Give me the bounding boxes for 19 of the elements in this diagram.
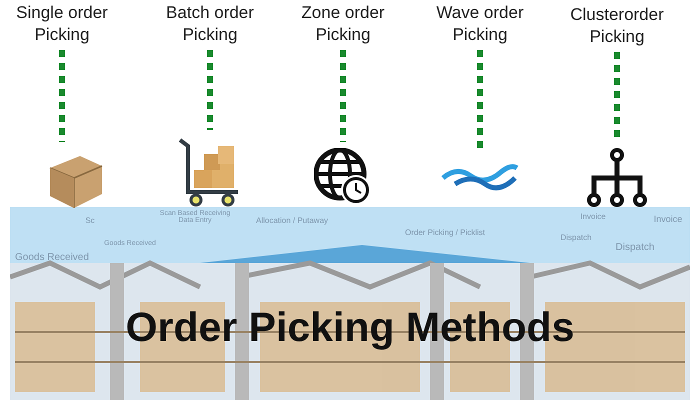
method-label: Clusterorder Picking	[557, 4, 677, 48]
method-label: Zone order Picking	[283, 2, 403, 46]
dotted-connector	[207, 50, 213, 130]
process-step-label: Invoice	[654, 214, 682, 224]
process-step-label: Allocation / Putaway	[256, 216, 328, 225]
process-step-label: Dispatch	[616, 242, 654, 253]
method-label: Wave order Picking	[420, 2, 540, 46]
method-label: Batch order Picking	[150, 2, 270, 46]
process-step-label: Goods Received	[15, 252, 89, 263]
dotted-connector	[340, 50, 346, 142]
process-step-label: Order Picking / Picklist	[404, 228, 486, 237]
globe-clock-icon	[314, 148, 372, 206]
method-label: Single order Picking	[2, 2, 122, 46]
dotted-connector	[59, 50, 65, 142]
process-step-label: Sc	[85, 216, 95, 225]
process-step-label: Dispatch	[560, 233, 592, 242]
hierarchy-icon	[586, 148, 648, 208]
title: Order Picking Methods	[124, 304, 576, 351]
process-step-label: Invoice	[580, 212, 606, 221]
